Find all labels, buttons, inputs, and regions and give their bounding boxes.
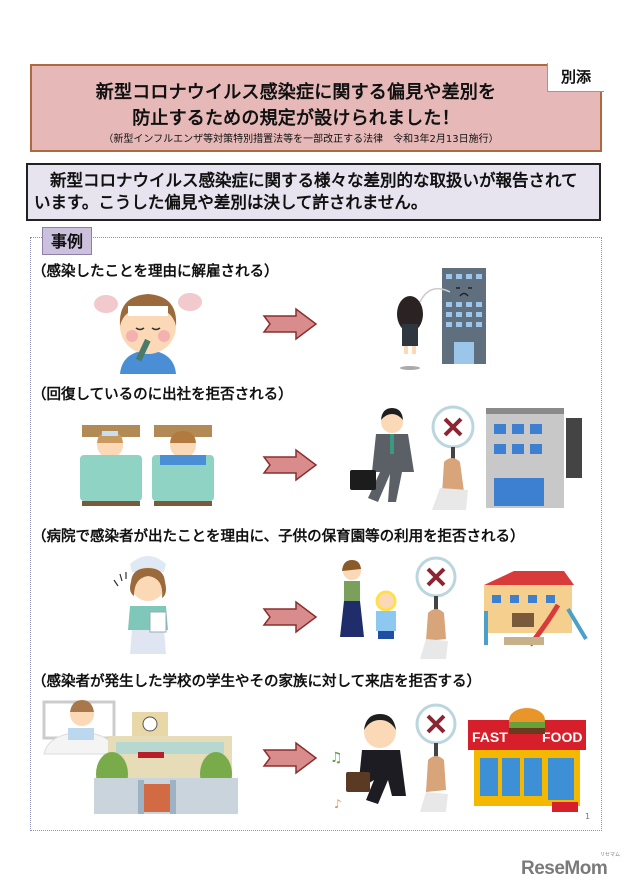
title-line-2: 防止するための規定が設けられました！ (132, 108, 460, 129)
sick-student-school-icon (42, 700, 238, 814)
examples-frame (30, 237, 602, 831)
attachment-label: 別添 (547, 63, 604, 92)
sick-child-icon (94, 293, 202, 374)
svg-text:♪: ♪ (334, 797, 342, 811)
case-label-2: （回復しているのに出社を拒否される） (32, 387, 293, 403)
title-line-1: 新型コロナウイルス感染症に関する偏見や差別を (95, 82, 497, 103)
nurse-icon (113, 556, 168, 654)
student-refused-fastfood-icon: ♫ ♪ FAST FOOD (330, 703, 586, 812)
notice-box: 新型コロナウイルス感染症に関する様々な差別的な取扱いが報告されています。こうした… (26, 163, 601, 221)
recovering-patients-beds-icon (80, 425, 214, 506)
arrow-right-icon (262, 600, 318, 634)
dismissed-worker-building-icon (397, 268, 486, 370)
svg-text:♫: ♫ (330, 750, 343, 766)
arrow-right-icon (262, 741, 318, 775)
arrow-right-icon (262, 307, 318, 341)
resemom-logo: ReseMom (521, 858, 608, 879)
examples-tab: 事例 (42, 227, 92, 255)
store-sign-right: FOOD (542, 729, 582, 745)
title-subtitle: （新型インフルエンザ等対策特別措置法等を一部改正する法律 令和3年2月13日施行… (103, 134, 499, 145)
store-sign-left: FAST (472, 729, 508, 745)
resemom-logo-ruby: リセマム (600, 852, 621, 858)
parent-child-refused-nursery-icon (340, 556, 588, 659)
case-label-1: （感染したことを理由に解雇される） (32, 264, 279, 280)
page-number: 1 (585, 812, 591, 821)
case-label-4: （感染者が発生した学校の学生やその家族に対して来店を拒否する） (32, 674, 482, 690)
arrow-right-icon (262, 448, 318, 482)
case-label-3: （病院で感染者が出たことを理由に、子供の保育園等の利用を拒否される） (32, 529, 525, 545)
notice-text: 新型コロナウイルス感染症に関する様々な差別的な取扱いが報告されています。こうした… (34, 171, 578, 212)
worker-refused-office-icon (350, 405, 582, 510)
title-box: 新型コロナウイルス感染症に関する偏見や差別を 防止するための規定が設けられました… (30, 64, 602, 152)
